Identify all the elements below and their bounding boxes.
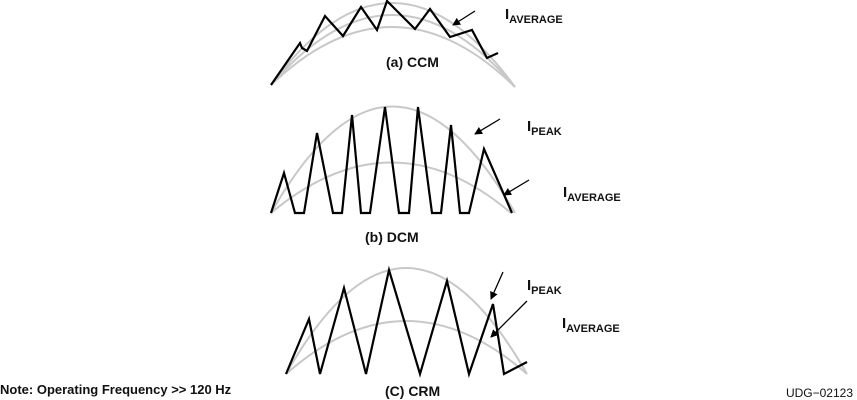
- ccm-envelope-lower: [270, 26, 516, 88]
- ccm-caption: (a) CCM: [386, 54, 439, 70]
- crm-envelope-peak: [285, 267, 528, 375]
- crm-i-peak-label: IPEAK: [527, 277, 562, 297]
- ccm-panel: [270, 0, 516, 88]
- crm-envelope-average: [285, 320, 528, 375]
- crm-current-waveform: [284, 265, 528, 378]
- crm-average-arrow: [490, 300, 528, 338]
- crm-peak-arrow: [490, 271, 504, 300]
- dcm-i-peak-label: IPEAK: [527, 118, 562, 138]
- frequency-note: Note: Operating Frequency >> 120 Hz: [0, 382, 232, 397]
- crm-panel: [284, 265, 528, 378]
- dcm-envelope-peak: [270, 105, 516, 214]
- ccm-average-arrow: [452, 10, 476, 26]
- dcm-average-arrow: [503, 179, 530, 196]
- dcm-peak-arrow: [474, 118, 501, 135]
- figure-code: UDG−02123: [785, 386, 853, 400]
- dcm-i-average-label: IAVERAGE: [563, 184, 621, 204]
- ccm-i-average-label: IAVERAGE: [505, 6, 563, 26]
- ccm-current-waveform: [270, 0, 499, 86]
- ccm-envelope-average: [270, 14, 516, 88]
- crm-caption: (C) CRM: [385, 383, 441, 399]
- crm-i-average-label: IAVERAGE: [562, 315, 620, 335]
- dcm-caption: (b) DCM: [365, 229, 419, 245]
- dcm-current-waveform: [269, 106, 514, 215]
- dcm-panel: [269, 105, 530, 215]
